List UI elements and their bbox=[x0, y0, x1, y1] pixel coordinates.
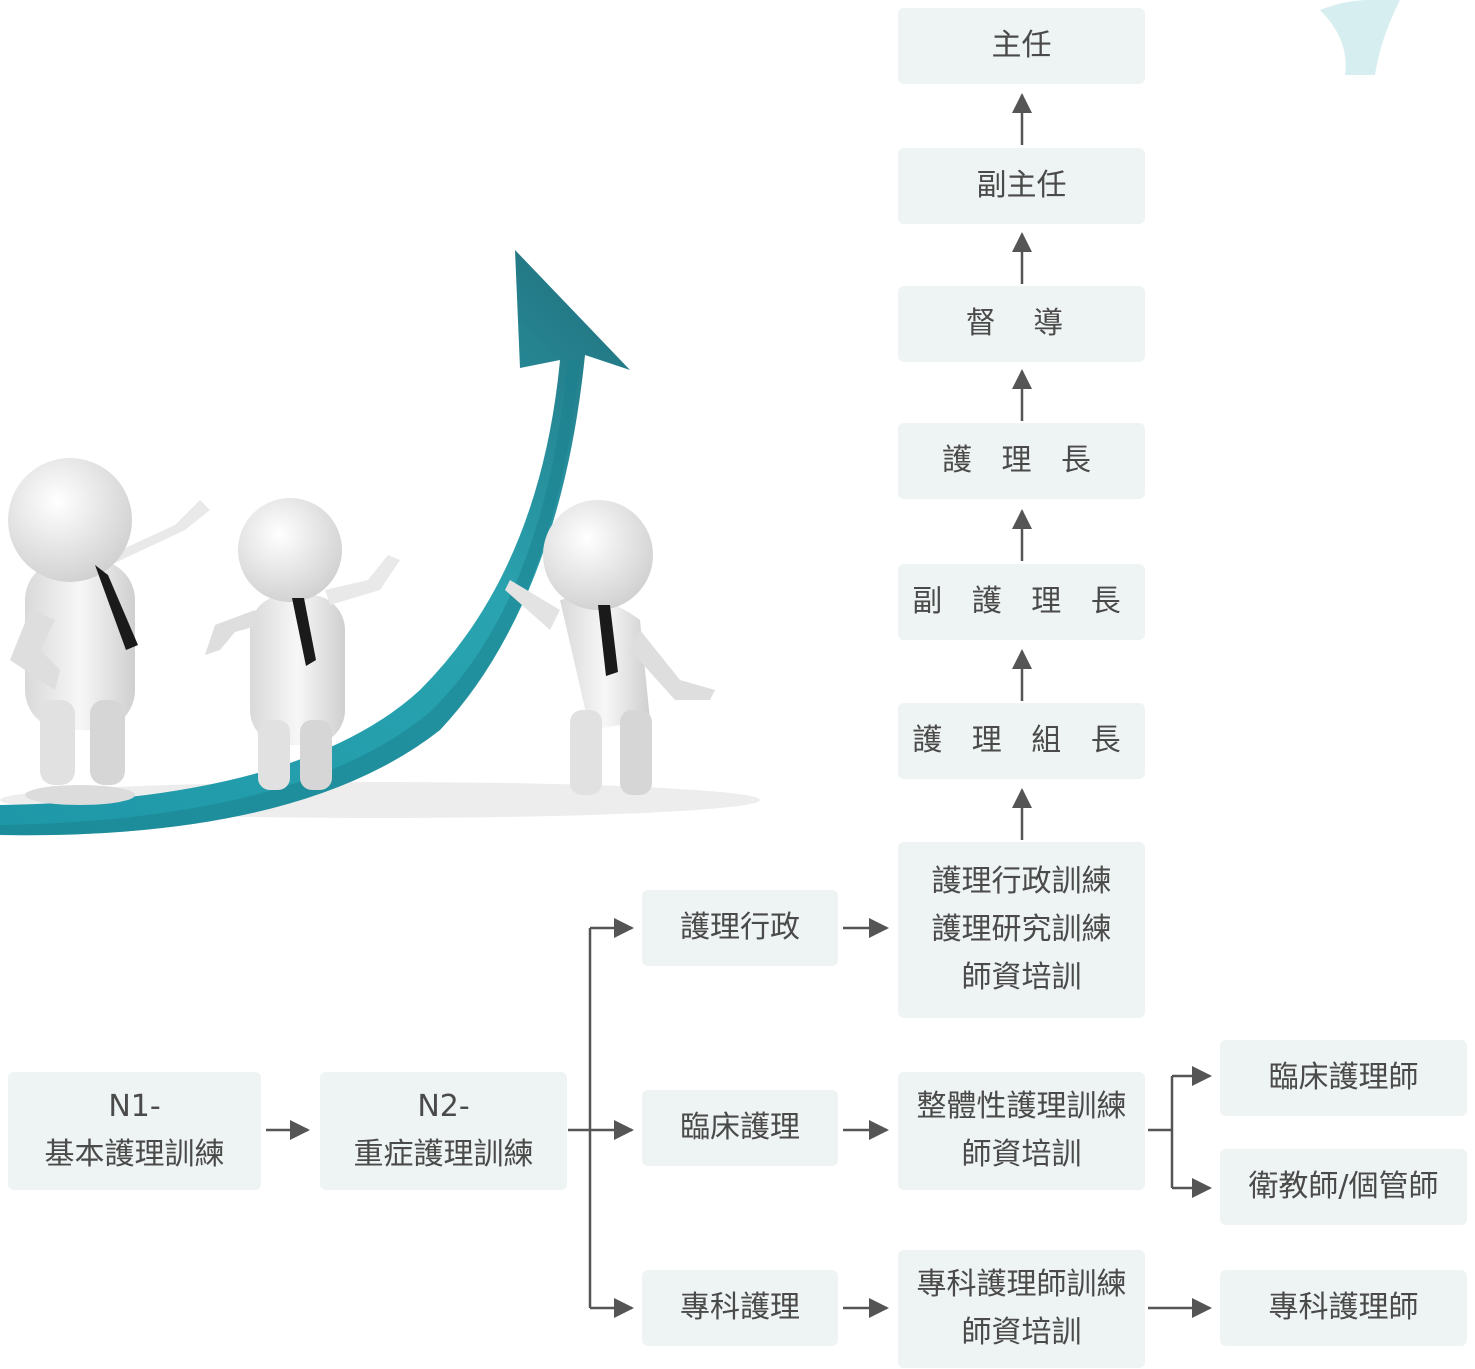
track-clinical-label: 臨床護理 bbox=[680, 1110, 800, 1145]
track-clinical-box: 臨床護理 bbox=[642, 1090, 838, 1166]
clinical-training-box: 整體性護理訓練 師資培訓 bbox=[898, 1072, 1145, 1190]
track-admin-box: 護理行政 bbox=[642, 890, 838, 966]
deputy-director-box: 副主任 bbox=[898, 148, 1145, 224]
n2-line2: 重症護理訓練 bbox=[353, 1137, 534, 1172]
supervisor-box: 督 導 bbox=[898, 286, 1145, 362]
clinical-training-item: 師資培訓 bbox=[961, 1137, 1082, 1172]
admin-training-item: 護理行政訓練 bbox=[931, 864, 1112, 899]
n1-box: N1- 基本護理訓練 bbox=[8, 1072, 261, 1190]
deputy-head-nurse-label: 副 護 理 長 bbox=[912, 584, 1131, 619]
clinical-training-item: 整體性護理訓練 bbox=[916, 1089, 1127, 1124]
director-box: 主任 bbox=[898, 8, 1145, 84]
head-nurse-box: 護 理 長 bbox=[898, 423, 1145, 499]
specialty-training-item: 專科護理師訓練 bbox=[916, 1267, 1127, 1302]
decor-stroke-icon bbox=[1320, 0, 1400, 75]
educator-case-manager-label: 衛教師/個管師 bbox=[1248, 1169, 1439, 1204]
deputy-head-nurse-box: 副 護 理 長 bbox=[898, 564, 1145, 640]
n2-box: N2- 重症護理訓練 bbox=[320, 1072, 567, 1190]
figure-left-icon bbox=[8, 458, 210, 805]
nursing-team-leader-label: 護 理 組 長 bbox=[912, 723, 1131, 758]
supervisor-label: 督 導 bbox=[965, 306, 1078, 341]
admin-training-item: 護理研究訓練 bbox=[931, 912, 1112, 947]
n2-line1: N2- bbox=[417, 1089, 470, 1124]
nursing-team-leader-box: 護 理 組 長 bbox=[898, 703, 1145, 779]
educator-case-manager-box: 衛教師/個管師 bbox=[1220, 1149, 1467, 1225]
admin-training-box: 護理行政訓練 護理研究訓練 師資培訓 bbox=[898, 842, 1145, 1018]
n1-line2: 基本護理訓練 bbox=[44, 1137, 225, 1172]
track-admin-label: 護理行政 bbox=[680, 910, 800, 945]
clinical-nurse-label: 臨床護理師 bbox=[1268, 1060, 1419, 1095]
specialty-training-item: 師資培訓 bbox=[961, 1315, 1082, 1350]
head-nurse-label: 護 理 長 bbox=[941, 443, 1102, 478]
clinical-nurse-box: 臨床護理師 bbox=[1220, 1040, 1467, 1116]
nurse-practitioner-box: 專科護理師 bbox=[1220, 1270, 1467, 1346]
figure-right-icon bbox=[505, 500, 715, 795]
track-specialty-label: 專科護理 bbox=[680, 1290, 800, 1325]
growth-arrow-icon bbox=[0, 250, 630, 836]
deputy-director-label: 副主任 bbox=[976, 168, 1067, 203]
figure-middle-icon bbox=[205, 498, 400, 790]
specialty-training-box: 專科護理師訓練 師資培訓 bbox=[898, 1250, 1145, 1368]
director-label: 主任 bbox=[991, 28, 1052, 63]
nurse-practitioner-label: 專科護理師 bbox=[1268, 1290, 1419, 1325]
n1-line1: N1- bbox=[108, 1089, 161, 1124]
admin-training-item: 師資培訓 bbox=[961, 960, 1082, 995]
track-specialty-box: 專科護理 bbox=[642, 1270, 838, 1346]
